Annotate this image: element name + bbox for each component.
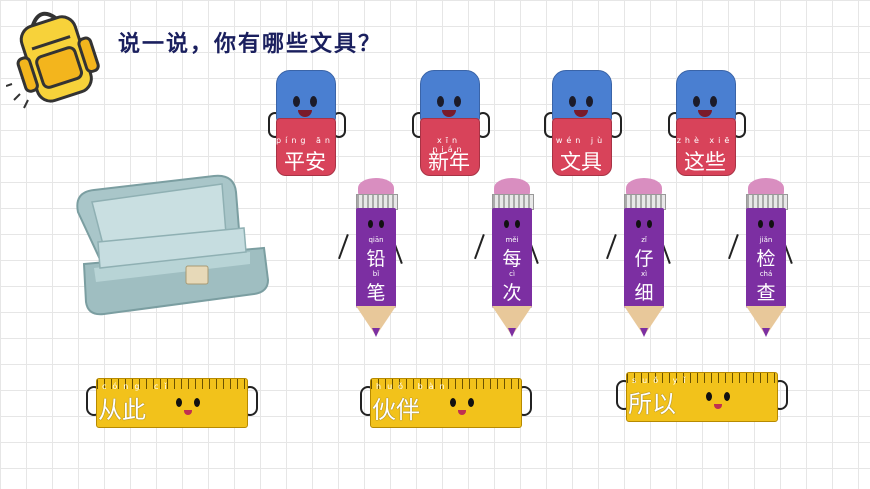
eraser-bottom <box>552 118 612 176</box>
eraser-card: wén jù 文具 <box>544 70 622 180</box>
eye <box>468 398 474 407</box>
ruler-card: suǒ yǐ 所以 <box>616 366 790 424</box>
eye <box>636 220 641 228</box>
pinyin-label: xīn nián <box>432 136 466 154</box>
pencil-eraser-cap <box>626 178 662 198</box>
pinyin-label: qiān <box>368 236 384 244</box>
eye <box>504 220 509 228</box>
eye <box>379 220 384 228</box>
eye <box>194 398 200 407</box>
eye <box>368 220 373 228</box>
mouth <box>714 404 722 409</box>
hanzi-label: 细 <box>634 282 654 304</box>
hanzi-label: 仔 <box>634 248 654 270</box>
hanzi-label: 所以 <box>628 390 676 418</box>
eraser-card: xīn nián 新年 <box>412 70 490 180</box>
eye <box>310 96 317 107</box>
eye <box>693 96 700 107</box>
eye <box>647 220 652 228</box>
eye <box>454 96 461 107</box>
mouth <box>184 410 192 415</box>
hanzi-label: 平安 <box>284 150 326 174</box>
eraser-card: zhè xiē 这些 <box>668 70 746 180</box>
eye <box>515 220 520 228</box>
ruler-body <box>370 378 522 428</box>
pencil-eraser-cap <box>494 178 530 198</box>
pencil-card: měi 每 cì 次 <box>474 178 552 343</box>
pinyin-label: zǐ <box>641 236 647 244</box>
hanzi-label: 查 <box>756 282 776 304</box>
pencil-ferrule <box>746 194 788 210</box>
mouth <box>442 110 456 117</box>
eye <box>437 96 444 107</box>
hanzi-label: 新年 <box>428 150 470 174</box>
pencil-card: jiǎn 检 chá 查 <box>728 178 806 343</box>
pencil-card: qiān 铅 bǐ 笔 <box>338 178 416 343</box>
eye <box>586 96 593 107</box>
hanzi-label: 这些 <box>684 150 726 174</box>
mouth <box>698 110 712 117</box>
eye <box>706 392 712 401</box>
eye <box>569 96 576 107</box>
eye <box>450 398 456 407</box>
pinyin-label: jiǎn <box>759 236 773 244</box>
mouth <box>298 110 312 117</box>
ruler-body <box>96 378 248 428</box>
eraser-card: píng ān 平安 <box>268 70 346 180</box>
pencil-body <box>624 208 664 308</box>
hanzi-label: 文具 <box>560 150 602 174</box>
pencil-lead <box>640 328 648 337</box>
pencil-body <box>746 208 786 308</box>
ruler-body <box>626 372 778 422</box>
mouth <box>458 410 466 415</box>
pencil-eraser-cap <box>748 178 784 198</box>
pencil-lead <box>372 328 380 337</box>
ruler-card: huǒ bàn 伙伴 <box>360 372 534 430</box>
eye <box>769 220 774 228</box>
pinyin-label: cì <box>509 270 515 278</box>
pinyin-label: xì <box>640 270 648 278</box>
pinyin-label: cóng cǐ <box>102 382 173 391</box>
pinyin-label: bǐ <box>372 270 380 278</box>
eye <box>176 398 182 407</box>
pencil-eraser-cap <box>358 178 394 198</box>
hanzi-label: 检 <box>756 248 776 270</box>
eraser-top <box>420 70 480 122</box>
hanzi-label: 铅 <box>366 248 386 270</box>
eye <box>724 392 730 401</box>
hanzi-label: 次 <box>502 282 522 304</box>
pencil-card: zǐ 仔 xì 细 <box>606 178 684 343</box>
pencil-case-image <box>76 174 270 316</box>
pinyin-label: huǒ bàn <box>376 382 451 391</box>
pencil-body <box>356 208 396 308</box>
hanzi-label: 笔 <box>366 282 386 304</box>
hanzi-label: 每 <box>502 248 522 270</box>
pinyin-label: suǒ yǐ <box>632 376 692 385</box>
eraser-bottom <box>420 118 480 176</box>
pinyin-label: měi <box>505 236 519 244</box>
pencil-lead <box>762 328 770 337</box>
pinyin-label: zhè xiē <box>676 136 734 145</box>
eye <box>758 220 763 228</box>
ruler-card: cóng cǐ 从此 <box>86 372 260 430</box>
pencil-body <box>492 208 532 308</box>
pinyin-label: píng ān <box>276 136 334 145</box>
hanzi-label: 从此 <box>98 396 146 424</box>
pinyin-label: wén jù <box>555 136 607 145</box>
hanzi-label: 伙伴 <box>372 396 420 424</box>
pencil-ferrule <box>624 194 666 210</box>
backpack-icon <box>6 11 100 109</box>
pencil-lead <box>508 328 516 337</box>
pinyin-label: chá <box>759 270 773 278</box>
page-title: 说一说，你有哪些文具？ <box>118 32 383 57</box>
eye <box>710 96 717 107</box>
eraser-bottom <box>276 118 336 176</box>
eye <box>293 96 300 107</box>
eraser-bottom <box>676 118 736 176</box>
mouth <box>574 110 588 117</box>
